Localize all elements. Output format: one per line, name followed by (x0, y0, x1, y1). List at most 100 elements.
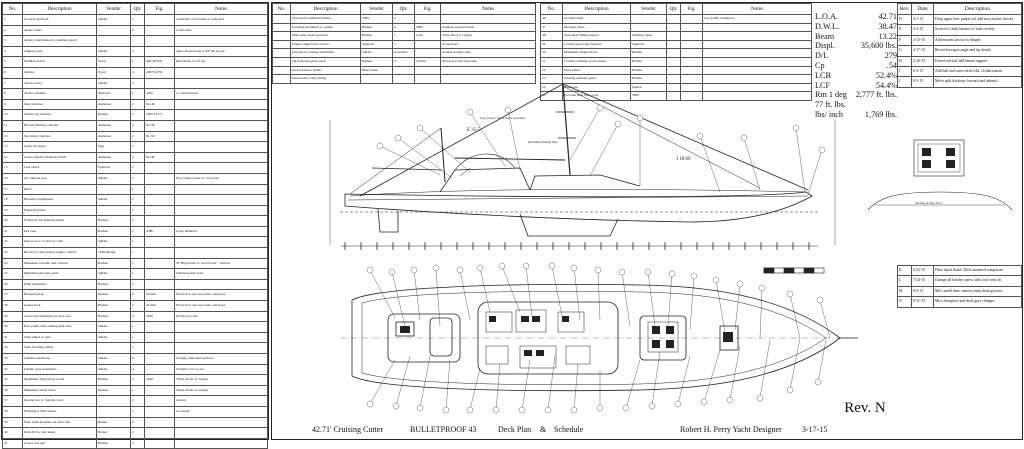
callout-bubble (614, 120, 622, 128)
revision-stamp: Rev. N (844, 399, 886, 416)
table-cell: 6ft pin stop cars (174, 310, 268, 323)
table-cell (174, 321, 268, 333)
column-header: Fig. (414, 3, 441, 15)
spec-row: D.W.L. 38.47 (815, 22, 897, 32)
title-name: BULLETPROOF 43 (410, 424, 477, 434)
table-cell: Switch to flush hatches w/ teak overlay (933, 24, 1022, 36)
spec-value: 38.47 (878, 21, 897, 31)
callout-bubble (432, 264, 440, 272)
callout-leader (469, 367, 481, 411)
table-cell: Misc small item; remove mast drain groov… (933, 285, 1022, 298)
callout-bubble (366, 266, 374, 274)
column-header: Fig. (680, 3, 703, 15)
column-header: Description (562, 3, 631, 15)
callout-leader (547, 355, 556, 411)
callout-leader (573, 363, 579, 411)
callout-leader (479, 267, 491, 313)
callout-leader (589, 123, 619, 177)
title-schedule: Schedule (554, 424, 584, 434)
spec-value: .54 (886, 60, 897, 70)
title-size: 42.71' Cruising Cutter (312, 424, 383, 434)
spec-label: 77 ft. lbs. (815, 100, 846, 110)
column-header: No. (272, 3, 291, 15)
table-cell (174, 416, 268, 429)
callout-bubble (596, 104, 604, 112)
title-sheet: Deck Plan (498, 424, 532, 434)
table-cell: Drop upper bow pulpit rail, add new anch… (933, 13, 1022, 26)
callout-leader (759, 339, 771, 399)
callout-bubble (544, 406, 552, 414)
spec-label: D.W.L. (815, 21, 840, 31)
callout-leader (569, 107, 601, 161)
callout-leader (759, 287, 763, 339)
column-header: No. (540, 3, 563, 15)
spec-row: Displ.35,600 lbs. (815, 41, 897, 51)
callout-leader (495, 363, 501, 411)
callout-leader (734, 283, 741, 331)
callout-leader (729, 345, 741, 401)
callout-bubble (466, 406, 474, 414)
table-cell: Triple blocks w/ becket (174, 374, 268, 386)
callout-leader (525, 265, 533, 317)
callout-bubble (636, 114, 644, 122)
table-cell (174, 342, 268, 354)
deck-plan (340, 262, 858, 414)
title-amp: & (540, 424, 547, 434)
table-cell: Triple blocks w/ becket (174, 384, 268, 397)
table-row: main anchor roller fitting (272, 74, 536, 84)
callout-bubble (570, 406, 578, 414)
callout-bubble (504, 106, 512, 114)
table-cell: Change all hatches specs, add cowl vent … (933, 275, 1022, 287)
spec-label: Cp (815, 60, 825, 70)
callout-bubble (456, 266, 464, 274)
callout-leader (521, 359, 531, 411)
callout-bubble (758, 284, 766, 292)
table-cell (174, 427, 268, 439)
spec-label: lbs/ inch (815, 109, 843, 119)
callout-bubble (518, 406, 526, 414)
table-cell: 6ft track w/ pin stop bolts, end stops (174, 300, 268, 312)
callout-leader (435, 267, 441, 327)
callout-bubble (674, 400, 682, 408)
callout-bubble (622, 404, 630, 412)
callout-bubble (668, 270, 676, 278)
spec-label: D/L (815, 51, 829, 61)
callout-leader (621, 271, 631, 327)
callout-leader (789, 293, 801, 339)
callout-leader (699, 135, 721, 193)
callout-bubble (786, 386, 794, 394)
callout-leader (677, 355, 691, 405)
table-cell (440, 74, 536, 84)
table-cell: custom (174, 395, 268, 407)
table-cell: Faired rail-tail, add bimini support (933, 55, 1022, 68)
callout-bubble (756, 394, 764, 402)
callout-bubble (366, 400, 374, 408)
callout-leader (743, 137, 761, 191)
spec-value: 2,777 ft. lbs. (855, 90, 897, 100)
callout-leader (807, 149, 823, 195)
callout-leader (647, 271, 656, 327)
callout-bubble (394, 134, 402, 142)
callout-leader (651, 351, 661, 407)
title-date: 3-17-15 (802, 424, 828, 434)
callout-bubble (644, 268, 652, 276)
column-header: Description (22, 3, 97, 15)
